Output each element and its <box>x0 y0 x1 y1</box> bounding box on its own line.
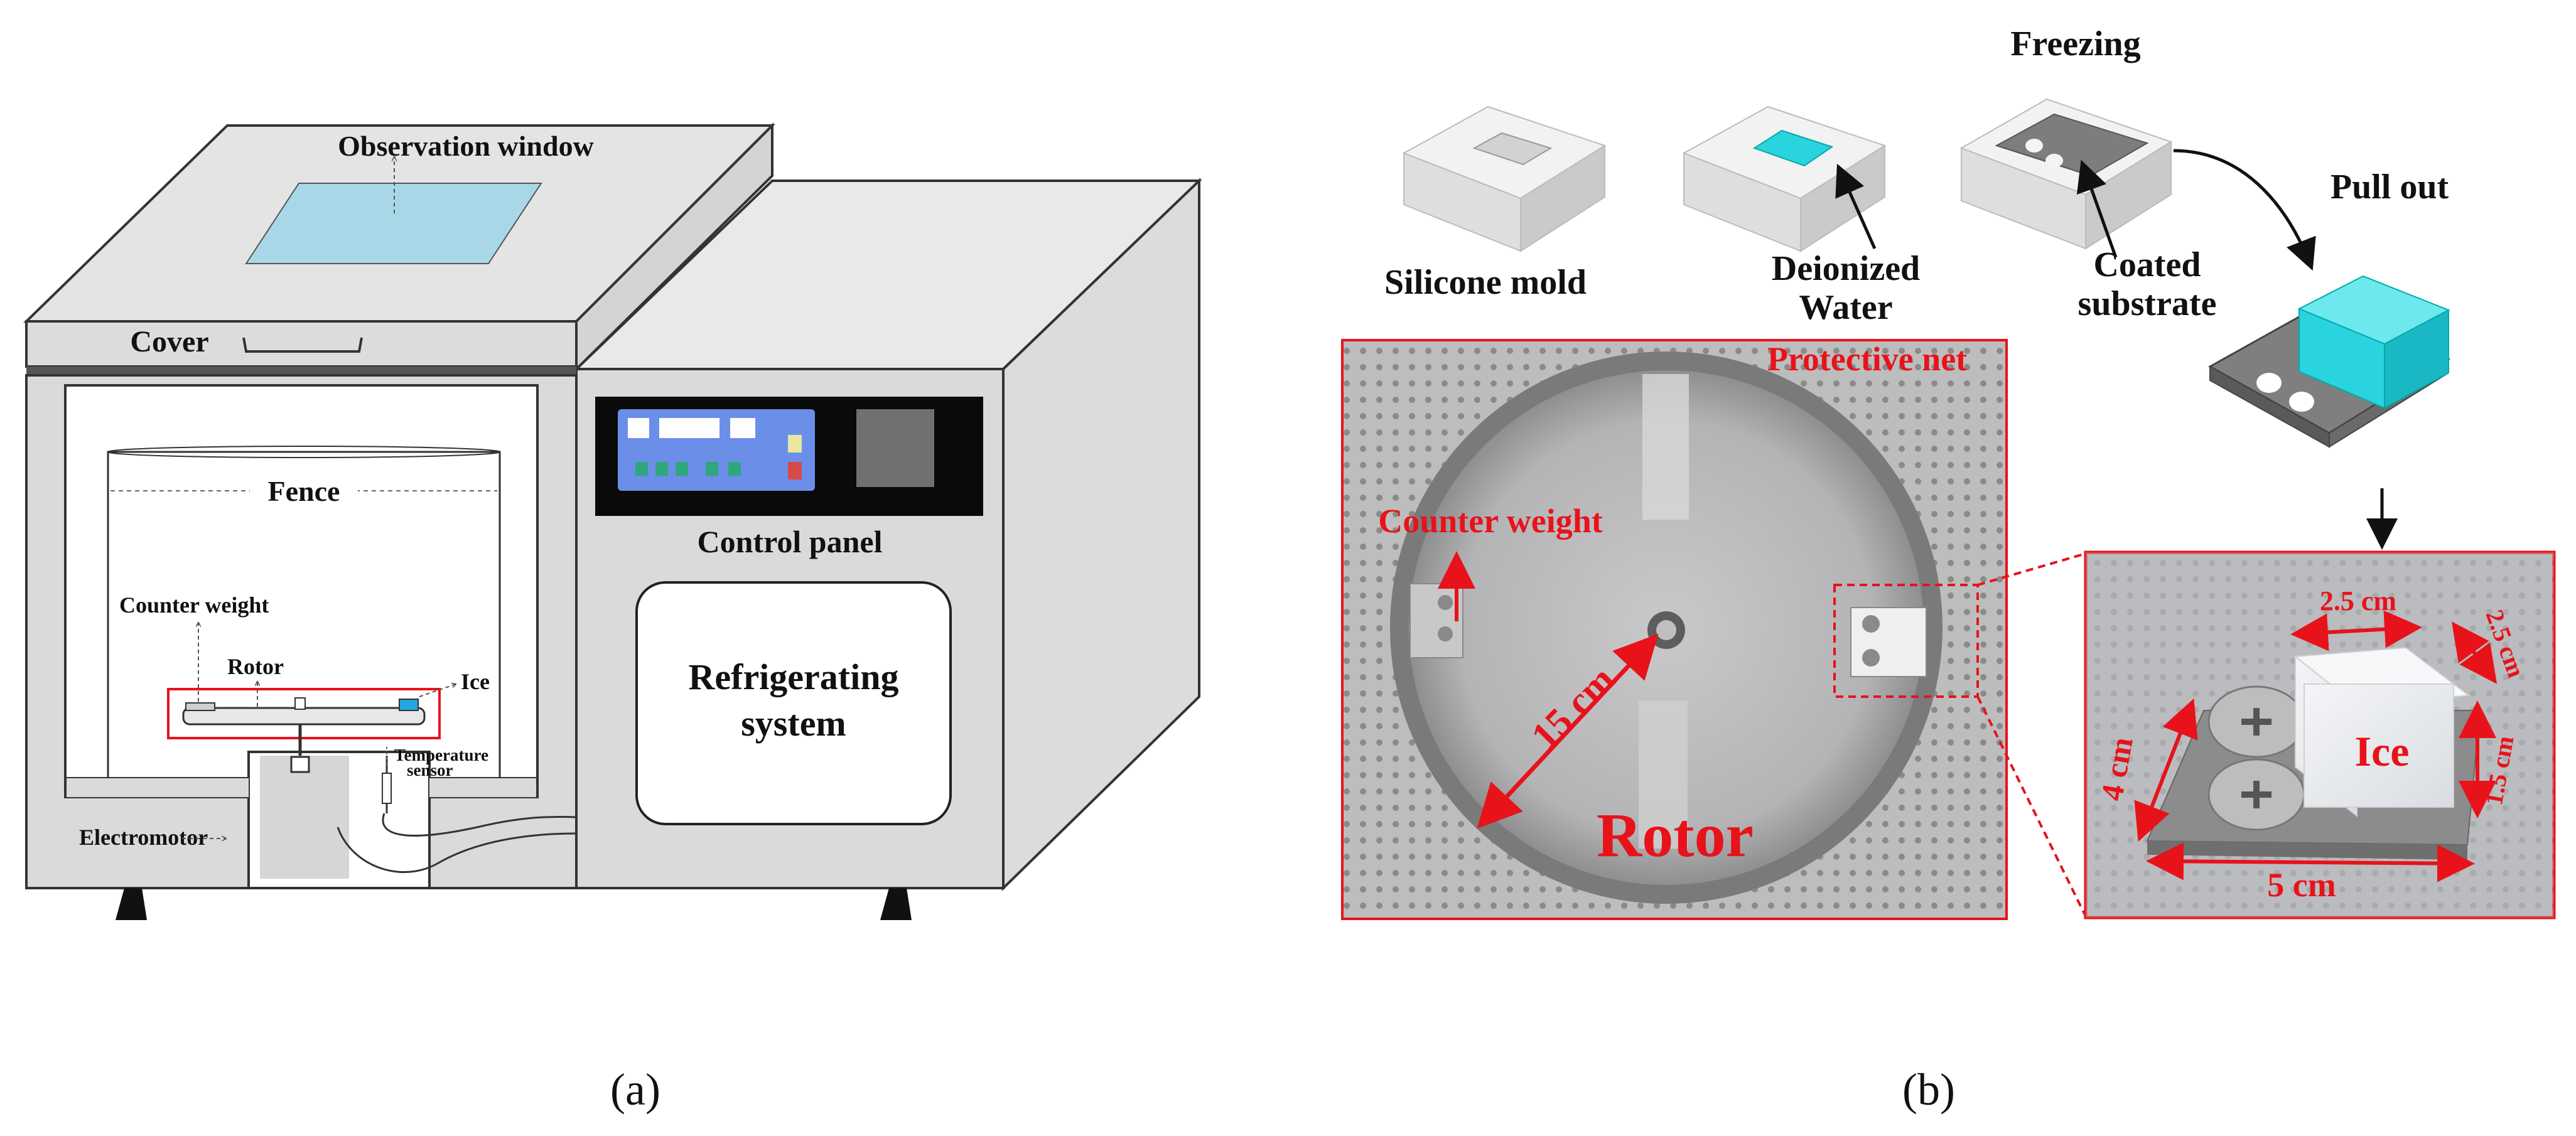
rotor-label-b: Rotor <box>1597 800 1754 870</box>
counter-weight-label-a: Counter weight <box>119 592 269 618</box>
coated-label-1: Coated <box>2093 245 2201 284</box>
pull-out-arrow <box>2173 149 2316 271</box>
counter-weight-block <box>185 702 215 711</box>
zoom-line-top <box>1977 552 2086 586</box>
dim-depth-arrow <box>2134 698 2198 842</box>
temperature-sensor-label-1: Temperature <box>394 746 488 764</box>
fence-label-bg <box>250 472 358 507</box>
pulled-sample-illustration <box>2207 275 2451 448</box>
panel-a-caption: (a) <box>610 1064 660 1115</box>
fence-label: Fence <box>268 475 340 507</box>
panel-b: Silicone mold Deionized Water Freezing C… <box>1341 24 2556 1115</box>
refrigerating-box <box>635 581 952 825</box>
panel-button-5 <box>728 462 741 476</box>
observation-window-label: Observation window <box>338 130 594 162</box>
panel-button-1 <box>635 462 648 476</box>
panel-a: Control panel Refrigerating system Obser… <box>23 122 1202 1115</box>
ice-label-b: Ice <box>2355 727 2410 775</box>
dim-side-arrow <box>2451 621 2498 684</box>
panel-button-3 <box>676 462 688 476</box>
coated-label-2: substrate <box>2078 284 2217 323</box>
cover-band <box>25 320 578 368</box>
control-panel-screen <box>856 409 934 487</box>
right-foot <box>880 888 912 920</box>
shaft-coupling-top <box>290 756 310 773</box>
panel-b-caption: (b) <box>1902 1064 1955 1115</box>
ice-block-a <box>399 699 419 711</box>
fence-rim <box>107 446 500 458</box>
refrigerating-label-2: system <box>741 703 846 744</box>
dim-top-arrow <box>2290 610 2422 651</box>
rotor-highlight-box <box>167 688 441 739</box>
protective-net-label: Protective net <box>1767 340 1967 378</box>
rotor-disk <box>182 707 426 726</box>
electromotor-body <box>260 756 349 879</box>
display-box-3 <box>730 418 755 438</box>
cover-label: Cover <box>130 325 208 358</box>
radius-arrow <box>1477 633 1659 829</box>
deionized-arrow <box>1835 163 1877 250</box>
dim-length-label: 5 cm <box>2267 866 2336 904</box>
rotor-label-a: Rotor <box>227 654 284 679</box>
observation-window <box>245 183 542 264</box>
temperature-sensor-tip <box>382 773 392 804</box>
mold-with-water-illustration <box>1682 105 1887 252</box>
pull-out-label: Pull out <box>2331 168 2449 206</box>
deionized-label-2: Water <box>1799 288 1892 327</box>
chamber-inner-erase-r <box>429 778 536 797</box>
panel-indicator-red <box>788 462 802 480</box>
cover-handle <box>242 337 363 353</box>
ice-label-a: Ice <box>461 669 490 694</box>
silicone-mold-label: Silicone mold <box>1384 263 1587 302</box>
display-box-2 <box>659 418 719 438</box>
refrigerating-label-1: Refrigerating <box>689 656 899 697</box>
control-panel-label: Control panel <box>698 524 883 559</box>
left-foot <box>116 888 147 920</box>
dim-top-label: 2.5 cm <box>2320 586 2396 616</box>
coated-arrow <box>2076 159 2118 258</box>
display-box-1 <box>628 418 649 438</box>
panel-indicator-yellow <box>788 435 802 453</box>
silicone-mold-illustration <box>1402 105 1607 252</box>
rotor-hub <box>294 697 306 710</box>
temperature-sensor-label-2: sensor <box>407 761 453 780</box>
electromotor-label: Electromotor <box>79 825 208 850</box>
dim-length-arrow <box>2146 842 2475 882</box>
sensor-cable <box>382 813 577 837</box>
deionized-label-1: Deionized <box>1772 249 1920 288</box>
counter-weight-label-b: Counter weight <box>1378 502 1603 540</box>
zoom-line-bottom <box>1976 696 2087 917</box>
freezing-label: Freezing <box>2010 24 2140 63</box>
motor-cable <box>337 827 577 873</box>
rotor-photo <box>1341 339 2008 920</box>
cover-bottom-strip <box>26 367 576 375</box>
fence <box>107 451 501 777</box>
chamber-inner-erase <box>67 778 249 797</box>
ice-sample-marker <box>1833 584 1979 698</box>
mold-with-substrate-illustration <box>1959 98 2173 250</box>
panel-button-2 <box>655 462 668 476</box>
panel-button-4 <box>706 462 718 476</box>
